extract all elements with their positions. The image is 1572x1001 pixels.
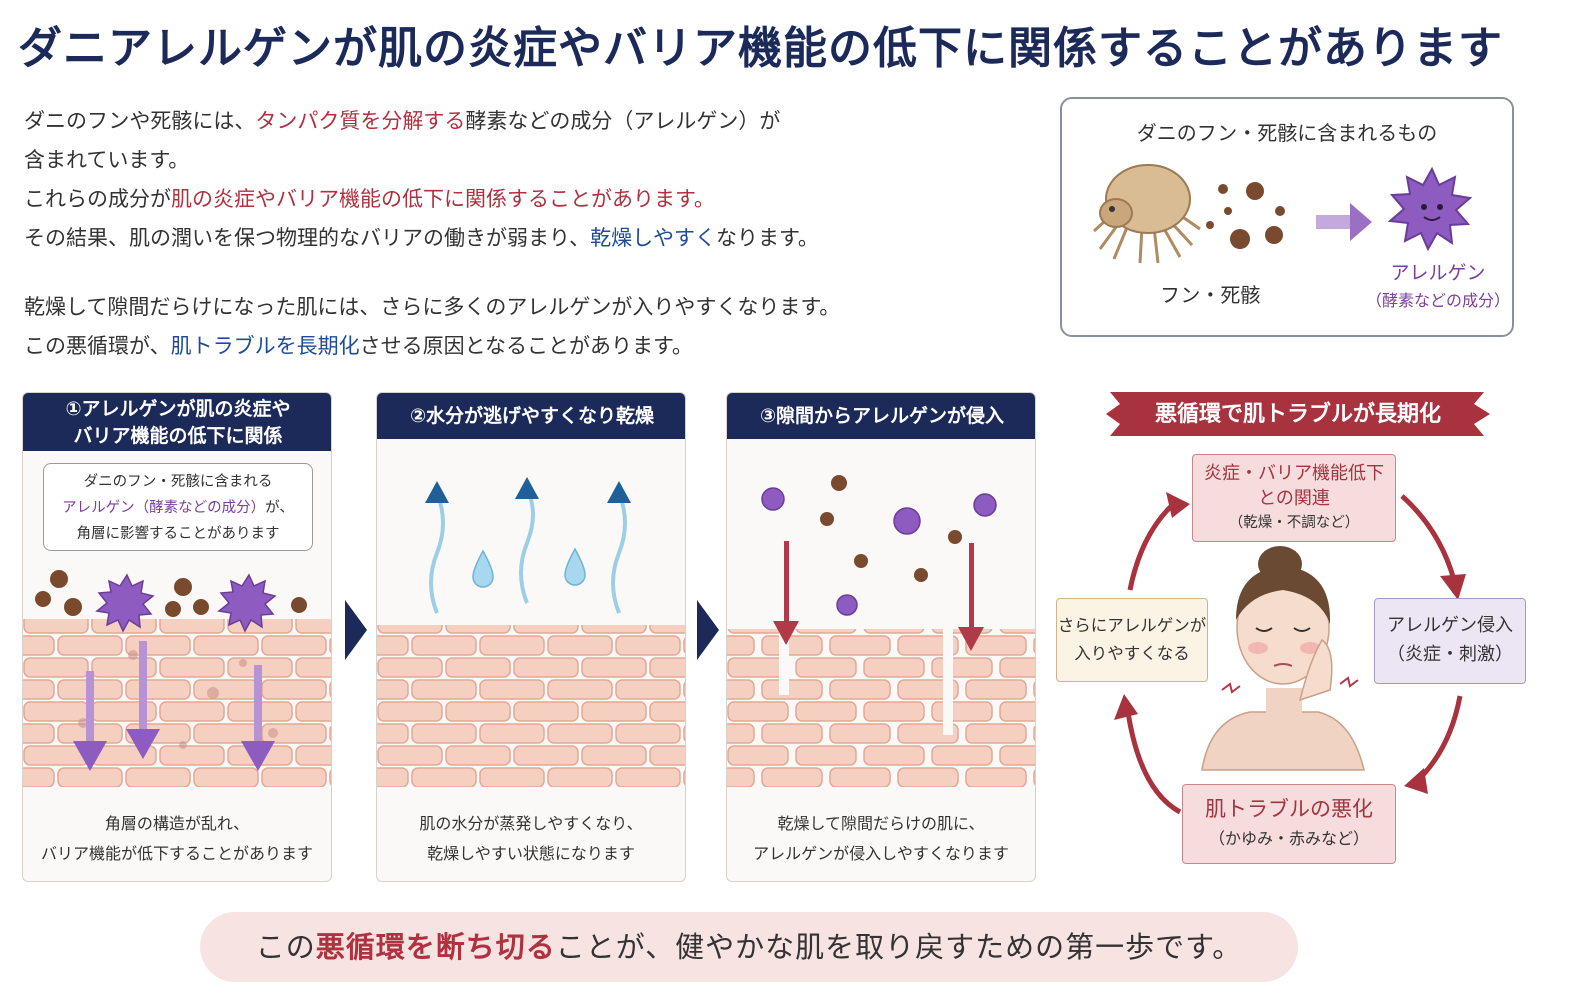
footer-message: この悪循環を断ち切ることが、健やかな肌を取り戻すための第一歩です。 [200,912,1298,982]
woman-illustration [1201,546,1365,771]
droppings-icon [1206,182,1285,249]
step-panel-3: ③隙間からアレルゲンが侵入 乾燥して隙間だらけの肌に、 アレル [726,392,1036,882]
step-1-header: ①アレルゲンが肌の炎症や バリア機能の低下に関係 [23,393,331,451]
mite-illustration [1092,164,1473,264]
intro-line-4: その結果、肌の潤いを保つ物理的なバリアの働きが弱まり、乾燥しやすくなります。 [24,226,819,250]
page-title: ダニアレルゲンが肌の炎症やバリア機能の低下に関係することがあります [18,23,1503,74]
cycle-box-more-allergens: さらにアレルゲンが 入りやすくなる [1056,598,1208,682]
step-arrow-2 [697,600,719,660]
step-panel-1: ①アレルゲンが肌の炎症や バリア機能の低下に関係 ダニのフン・死骸に含まれる ア… [22,392,332,882]
step-arrow-1 [345,600,367,660]
cycle-box-skin-worsening: 肌トラブルの悪化 （かゆみ・赤みなど） [1182,784,1396,864]
convert-arrow-icon [1316,203,1372,241]
mite-content-box: ダニのフン・死骸に含まれるもの フン・死骸 アレルゲン （酵素などの成分） [1060,97,1514,337]
cycle-banner-shape [1106,392,1490,436]
step-3-header: ③隙間からアレルゲンが侵入 [727,393,1035,439]
step-3-skin-illustration [727,475,1035,787]
step-1-caption: 角層の構造が乱れ、 バリア機能が低下することがあります [40,814,313,863]
intro-text: ダニのフンや死骸には、タンパク質を分解する酵素などの成分（アレルゲン）が 含まれ… [24,102,1024,366]
allergen-label: アレルゲン （酵素などの成分） [1365,262,1510,310]
allergen-virus-icon [1387,166,1473,252]
intro-line-3: これらの成分が肌の炎症やバリア機能の低下に関係することがあります。 [24,187,715,211]
intro-line-2: 含まれています。 [24,148,190,172]
step-2-skin-illustration [377,477,685,787]
cycle-box-allergen-invasion: アレルゲン侵入 （炎症・刺激） [1374,598,1526,684]
droppings-label: フン・死骸 [1160,283,1261,307]
step-panel-2: ②水分が逃げやすくなり乾燥 肌の水分が蒸発しやすくなり、 乾燥しやすい状態になり… [376,392,686,882]
step-2-caption: 肌の水分が蒸発しやすくなり、 乾燥しやすい状態になります [419,814,643,863]
intro-line-1: ダニのフンや死骸には、タンパク質を分解する酵素などの成分（アレルゲン）が [24,109,781,133]
intro-line-6: この悪循環が、肌トラブルを長期化させる原因となることがあります。 [24,334,693,358]
cycle-banner: 悪循環で肌トラブルが長期化 [1154,402,1441,427]
mite-box-title: ダニのフン・死骸に含まれるもの [1136,121,1438,145]
step-1-callout: ダニのフン・死骸に含まれる アレルゲン（酵素などの成分）が、 角層に影響すること… [43,463,313,551]
step-1-skin-illustration [23,570,331,787]
step-3-caption: 乾燥して隙間だらけの肌に、 アレルゲンが侵入しやすくなります [753,814,1009,863]
intro-line-5: 乾燥して隙間だらけになった肌には、さらに多くのアレルゲンが入りやすくなります。 [24,295,841,319]
step-2-header: ②水分が逃げやすくなり乾燥 [377,393,685,439]
mite-icon [1092,164,1201,264]
cycle-box-inflammation: 炎症・バリア機能低下 との関連 （乾燥・不調など） [1192,454,1396,542]
